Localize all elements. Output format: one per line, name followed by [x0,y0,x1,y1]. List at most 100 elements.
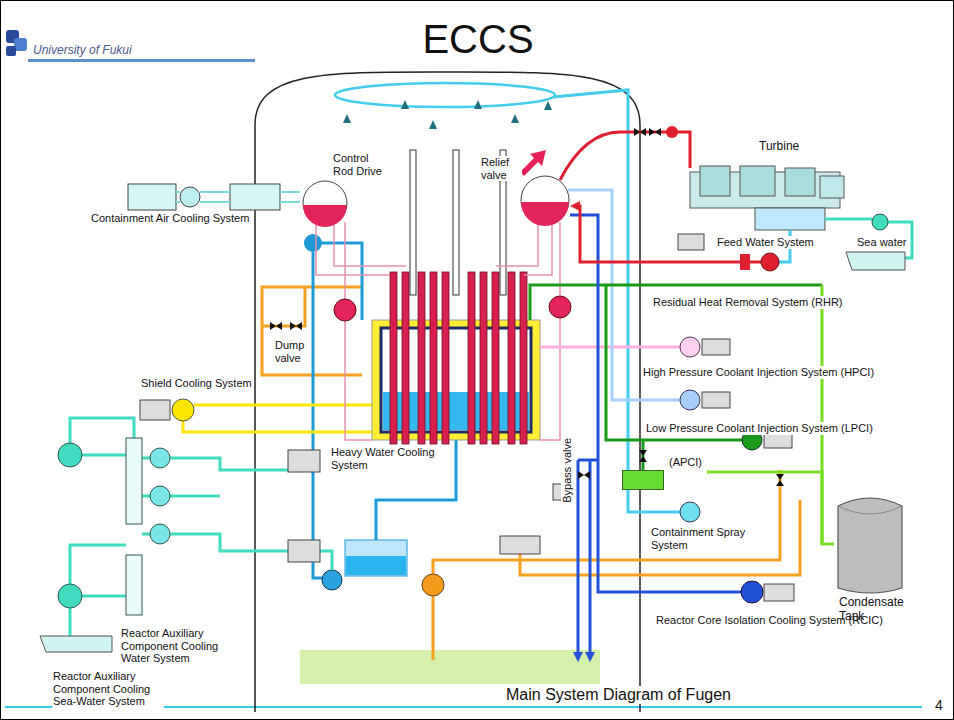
tank-rim [838,506,902,514]
system-label: Containment Spray System [650,526,760,551]
node-label: Turbine [758,140,800,154]
recirculation-pump [549,296,571,318]
part-label: Control Rod Drive [332,152,390,177]
air-fan [180,187,200,207]
heavy-water-pipe [313,252,322,578]
pump-motor [678,234,704,250]
valve [649,128,661,136]
cooler-unit [288,540,320,562]
spray-nozzle [474,100,482,109]
relief-arrow [520,150,546,176]
sea-water-pump [58,443,82,467]
slide-title: ECCS [377,16,579,62]
spray-nozzle [401,100,409,109]
condenser [755,208,825,230]
valve [270,322,282,330]
pressure-tube [418,272,425,444]
system-label: Reactor Auxiliary Component Cooling Sea-… [52,670,164,708]
air-cooler [128,184,176,210]
containment-vessel [255,72,640,712]
logo-mark [6,46,16,56]
pressure-tube [492,272,499,444]
steam-drum-water [521,202,569,226]
pressure-tube [390,272,397,444]
flow-arrow [570,201,580,211]
heavy-water-tank [345,540,407,576]
turbine-casing [700,166,730,196]
air-cooler [230,184,280,210]
heavy-water-pump [322,570,342,590]
pressure-tube [520,272,527,444]
heat-exchanger [126,555,142,615]
spray-supply-pipe [433,470,800,660]
valve [290,322,302,330]
rcic-pump [741,581,763,603]
valve [776,474,784,486]
spray-nozzle [544,101,552,110]
suppression-pool [300,650,600,684]
tank-shape [834,492,906,596]
apci-box [622,470,664,490]
part-label: Relief valve [480,156,522,181]
system-label: High Pressure Coolant Injection System (… [642,366,875,379]
figure-caption: Main System Diagram of Fugen [505,686,732,704]
spray-pump [422,574,444,596]
pump-motor [500,536,540,554]
valve [639,450,647,462]
turbine-unit: Turbine [688,140,848,164]
system-label: Residual Heat Removal System (RHR) [652,296,844,309]
pressure-tube [442,272,449,444]
system-label: Sea water [856,236,908,249]
air-duct [176,192,300,202]
turbine-casing [740,166,775,196]
part-label: Dump valve [274,339,310,364]
cooling-pump [150,486,170,506]
steam-line [560,132,690,180]
system-label: Heavy Water Cooling System [330,446,450,471]
heavy-water-pipe [322,243,362,320]
system-label: Feed Water System [716,236,815,249]
condensate-tank: Condensate Tank [834,492,908,626]
spray-nozzle [511,114,519,123]
pressure-tube [480,272,487,444]
node-label: (APCI) [668,456,703,469]
pump-motor [702,392,730,408]
steam-drum-water [303,205,347,227]
heavy-water-header [304,234,322,252]
downcomer-pipe [345,222,560,440]
page-number: 4 [934,697,944,713]
shield-cooling-pipe [183,405,372,432]
sea-water-pump [58,584,82,608]
spray-ring [335,83,555,107]
cooler-unit [288,450,320,472]
steam-valve [666,126,678,138]
turbine-casing [785,168,815,196]
rhr-pump [680,337,700,357]
pressure-tube [468,272,475,444]
aux-cooling-pipe [70,418,332,636]
spray-nozzle [343,114,351,123]
pump-motor [140,400,170,420]
generator [820,176,844,198]
system-label: Reactor Auxiliary Component Cooling Wate… [120,627,226,665]
part-label: Bypass valve [561,437,574,504]
cooling-pump [150,448,170,468]
spray-pump [680,502,700,522]
feed-water-line [576,206,761,262]
node-label: Condensate Tank [838,596,904,624]
university-name: University of Fukui [32,44,133,58]
riser-pipe [316,224,552,275]
apci-tank: (APCI) [620,452,707,492]
shield-pump [172,399,194,421]
recirculation-pump [334,299,356,321]
valve [578,471,590,479]
feed-pump [761,253,779,271]
hpci-pump [680,390,700,410]
valve [634,128,646,136]
pressure-tube [430,272,437,444]
